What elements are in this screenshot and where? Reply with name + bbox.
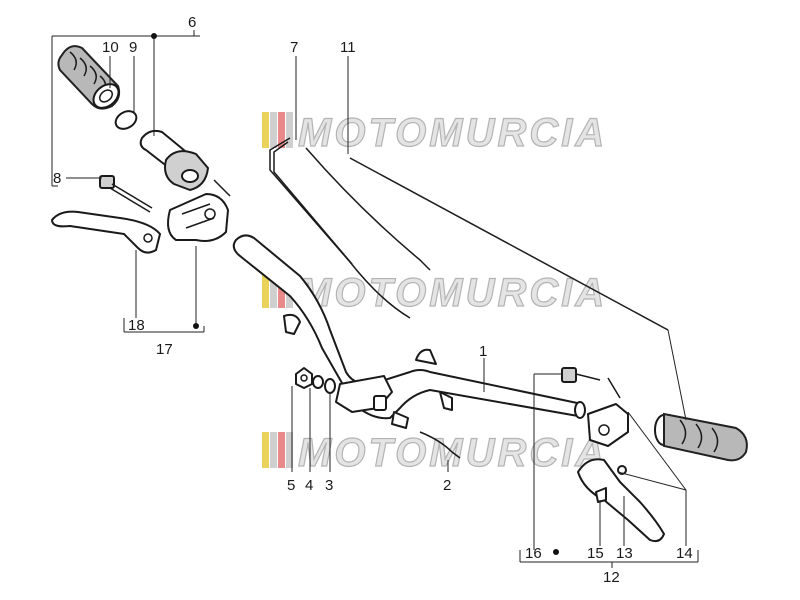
callout-12: 12 [603,569,620,586]
callout-14: 14 [676,545,693,562]
callout-16: 16 [525,545,542,562]
watermark-bottom: MOTOMURCIA [262,430,607,476]
callout-5: 5 [287,477,295,494]
leader-lines [51,30,699,568]
leader-dot-16 [553,549,559,555]
left-brake-lever [51,210,161,254]
watermark-stripes-top [262,112,293,148]
callout-2: 2 [443,477,451,494]
callout-6: 6 [188,14,196,31]
left-grip [57,45,121,110]
right-brake-assembly [561,367,665,543]
right-grip [654,412,748,462]
cable-eleven [305,147,431,271]
fastener-set [295,367,336,394]
callout-3: 3 [325,477,333,494]
callout-11: 11 [340,39,356,56]
leader-dot-6 [151,33,157,39]
watermark-top: MOTOMURCIA [262,110,607,156]
watermark-text-middle: MOTOMURCIA [298,271,607,315]
callout-7: 7 [290,39,298,56]
cable-two [419,431,461,459]
watermark-middle: MOTOMURCIA [262,270,607,316]
callout-1: 1 [479,343,487,360]
callout-8: 8 [53,170,61,187]
callout-15: 15 [587,545,604,562]
throttle-assembly [139,129,209,191]
callout-17: 17 [156,341,173,358]
left-switch-housing [167,179,231,242]
watermark-text-bottom: MOTOMURCIA [298,431,607,475]
cable-seven [269,137,411,319]
ring-seal [114,110,138,130]
callout-18: 18 [128,317,145,334]
watermark-stripes-bottom [262,432,293,468]
screw-clamp-small [99,175,153,213]
callout-13: 13 [616,545,633,562]
callout-9: 9 [129,39,137,56]
callout-4: 4 [305,477,313,494]
leader-dot-17 [193,323,199,329]
callout-10: 10 [102,39,119,56]
watermark-text-top: MOTOMURCIA [298,111,607,155]
handlebar-tube [232,234,586,429]
